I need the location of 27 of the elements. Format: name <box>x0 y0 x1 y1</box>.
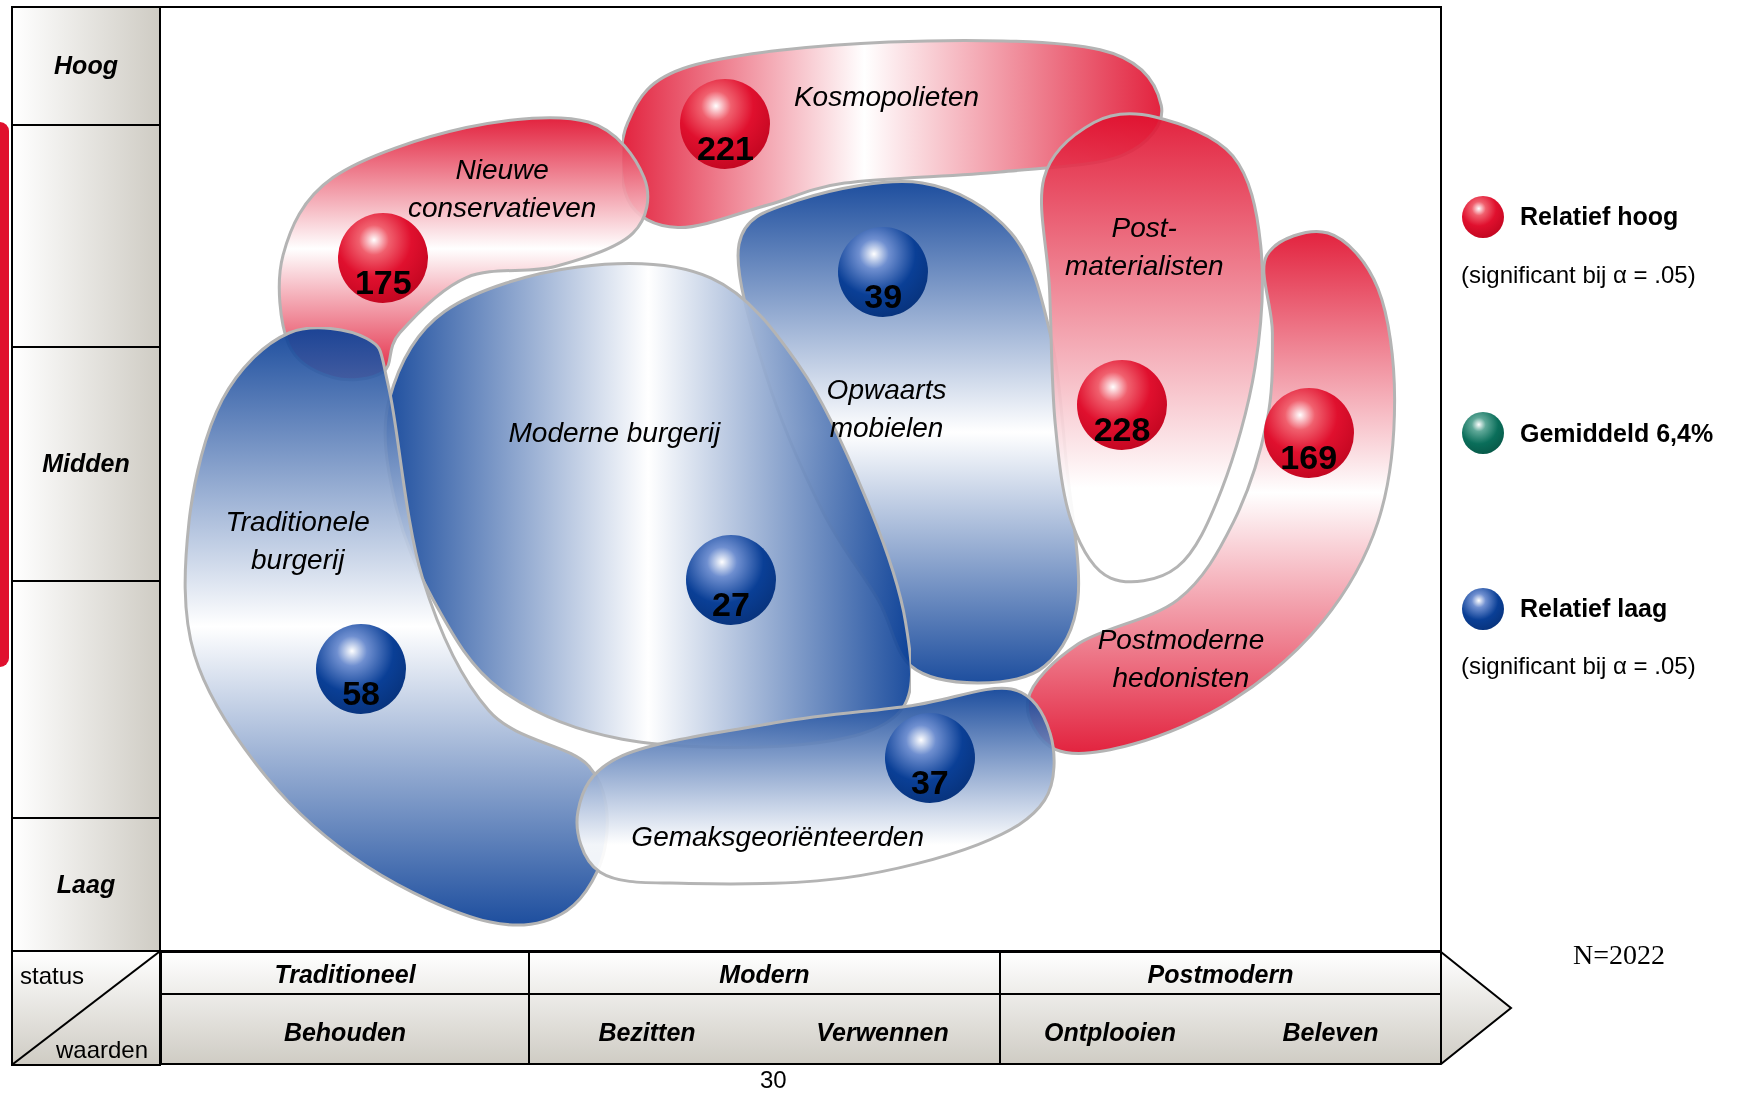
segment-name: Post- materialisten <box>1063 210 1225 283</box>
segment-name: Kosmopolieten <box>792 79 981 114</box>
legend-label: Relatief hoog <box>1520 200 1679 232</box>
column-header: Traditioneel <box>274 959 416 990</box>
segment-name: Opwaarts mobielen <box>825 372 948 445</box>
legend-note: (significant bij α = .05) <box>1461 652 1696 680</box>
corner-label: waarden <box>56 1035 149 1065</box>
column-header: Postmodern <box>1147 959 1294 990</box>
axis-label: Midden <box>42 448 130 480</box>
legend-label: Relatief laag <box>1520 593 1668 625</box>
column-subheader: Bezitten <box>598 1017 696 1048</box>
sample-size: N=2022 <box>1573 938 1665 972</box>
column-subheader: Behouden <box>283 1017 407 1048</box>
page-number: 30 <box>760 1065 787 1093</box>
column-subheader: Beleven <box>1282 1017 1379 1048</box>
segment-name: Moderne burgerij <box>507 416 722 451</box>
column-subheader: Verwennen <box>816 1017 949 1048</box>
segment-name: Gemaksgeoriënteerden <box>630 819 925 854</box>
column-header: Modern <box>719 959 810 990</box>
legend-note: (significant bij α = .05) <box>1461 261 1696 289</box>
axis-label: Hoog <box>54 50 118 82</box>
segment-name: Traditionele burgerij <box>224 505 371 578</box>
axis-label: Laag <box>56 868 116 900</box>
column-subheader: Ontplooien <box>1044 1017 1176 1048</box>
segment-name: Postmoderne hedonisten <box>1096 622 1266 695</box>
corner-label: status <box>20 961 85 991</box>
legend-label: Gemiddeld 6,4% <box>1520 417 1714 449</box>
